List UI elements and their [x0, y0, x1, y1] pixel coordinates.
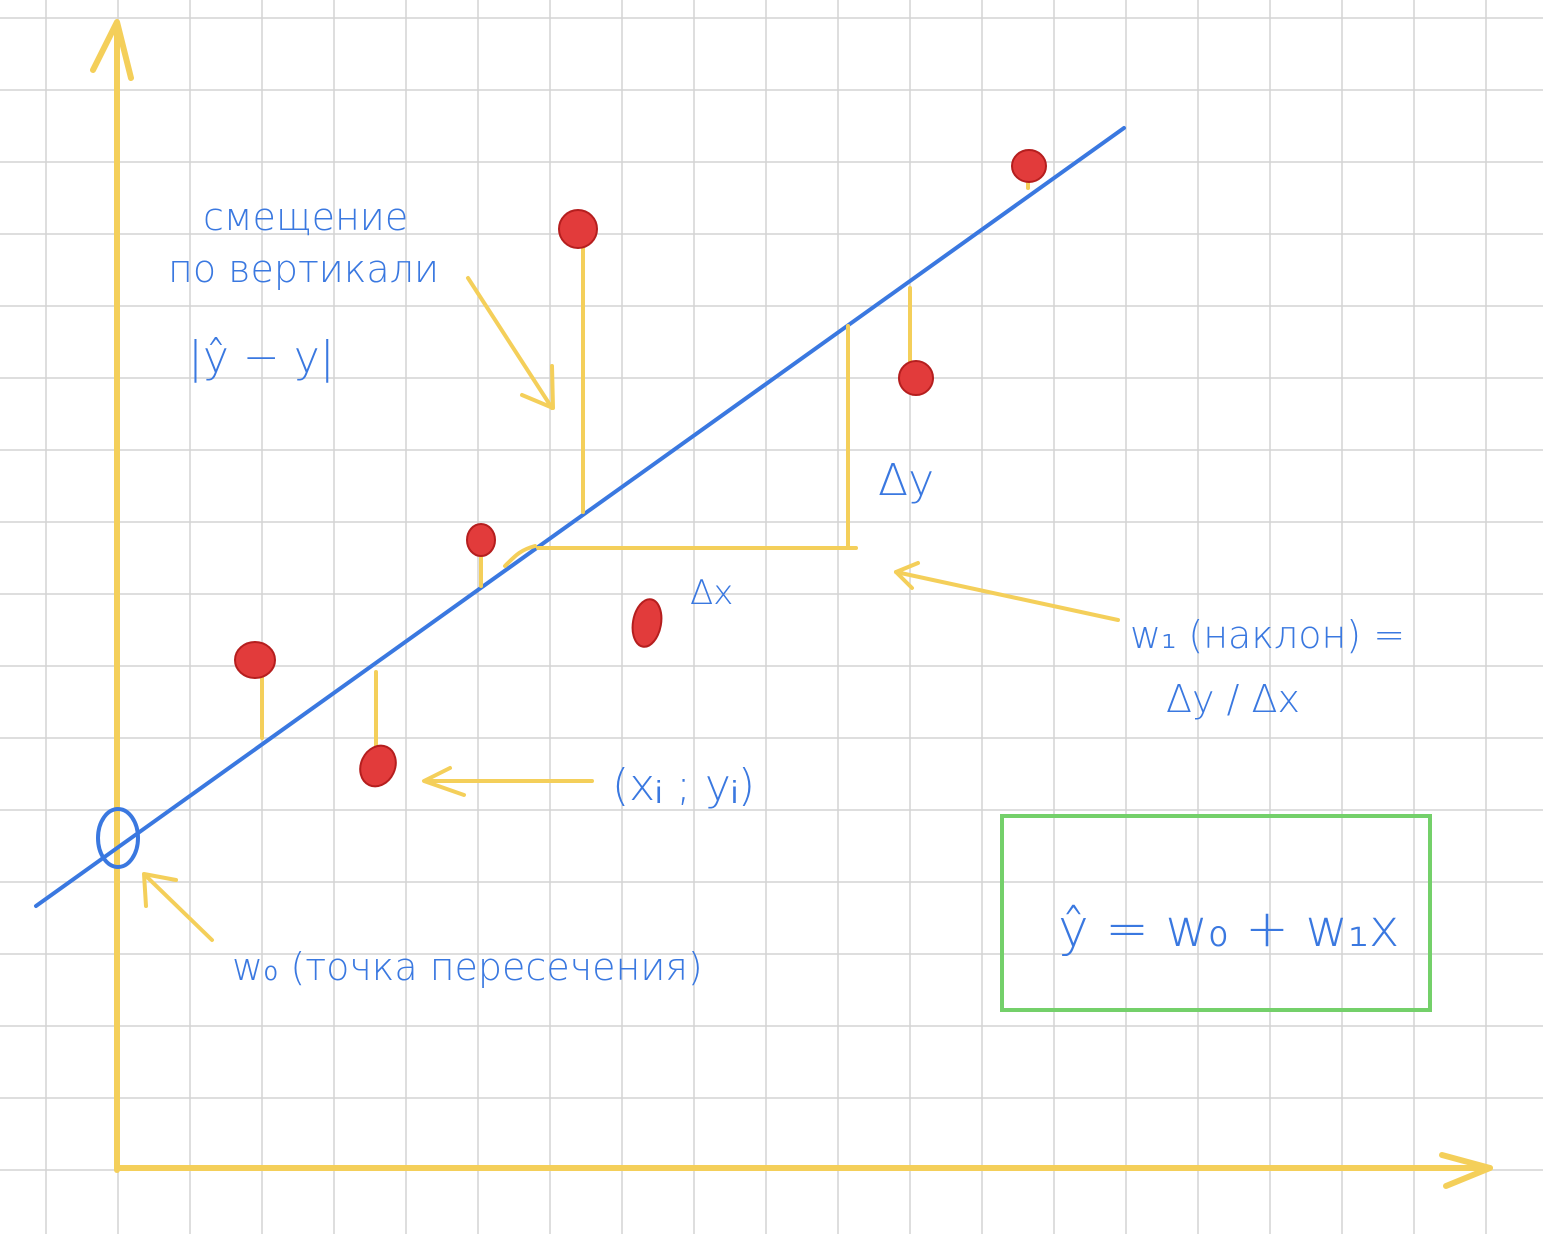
triangle-tick	[503, 544, 537, 568]
point-arrowhead	[422, 766, 466, 797]
offset-formula: |ŷ − y|	[188, 332, 335, 383]
labels: смещение по вертикали |ŷ − y| Δy Δx w₁ (…	[168, 195, 1405, 989]
intercept-arrowhead	[142, 872, 178, 908]
formula-box	[1000, 814, 1432, 1012]
data-points	[234, 149, 1047, 788]
intercept-marker	[96, 807, 140, 869]
delta-y-label: Δy	[878, 455, 934, 506]
slope-arrowhead	[894, 561, 920, 590]
delta-x-label: Δx	[690, 573, 733, 613]
slope-label-line1: w₁ (наклон) =	[1130, 613, 1405, 657]
slope-label-line2: Δy / Δx	[1166, 677, 1300, 721]
offset-arrowhead	[520, 364, 555, 410]
offset-label-line1: смещение	[203, 195, 408, 239]
y-axis-arrowhead	[90, 19, 134, 81]
axes	[90, 19, 1493, 1189]
intercept-label: w₀ (точка пересечения)	[232, 945, 703, 989]
data-point	[359, 744, 397, 788]
data-point	[898, 360, 934, 396]
data-point	[1011, 149, 1047, 183]
data-point	[466, 523, 496, 557]
formula-text: ŷ = w₀ + w₁x	[1058, 899, 1400, 959]
regression-line	[34, 126, 1126, 908]
x-axis-arrowhead	[1439, 1152, 1493, 1189]
slope-triangle	[503, 324, 858, 568]
slope-arrow	[894, 570, 1120, 622]
annotation-arrows	[142, 276, 1120, 942]
data-point	[558, 209, 598, 249]
data-point	[631, 598, 663, 648]
offset-arrow	[466, 276, 554, 410]
offset-label-line2: по вертикали	[168, 247, 439, 291]
point-label: (xᵢ ; yᵢ)	[612, 760, 755, 811]
intercept-arrow	[144, 874, 214, 942]
data-point	[234, 641, 276, 679]
